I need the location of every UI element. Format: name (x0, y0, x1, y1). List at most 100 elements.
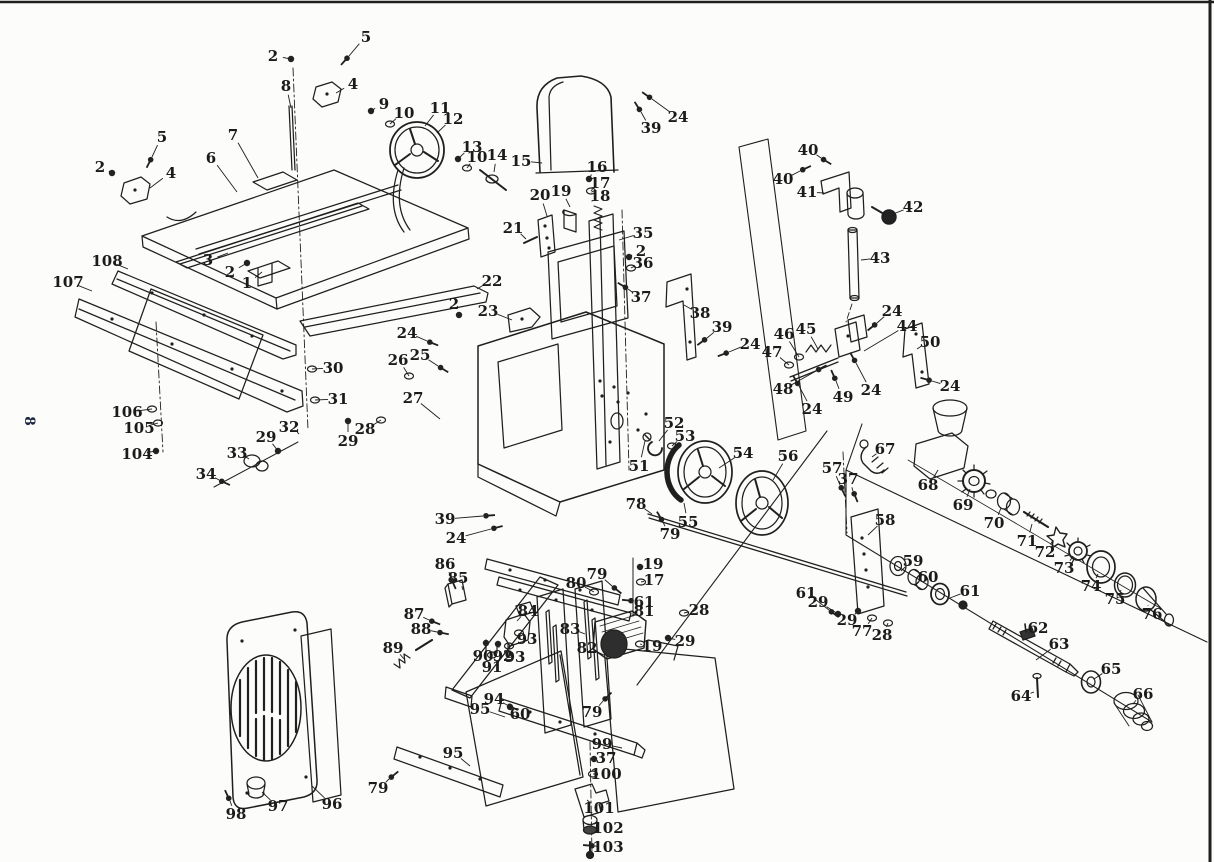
hole-dot (846, 334, 850, 338)
part-drawing (665, 273, 697, 361)
leader-line (640, 580, 645, 583)
part-drawing (238, 656, 298, 762)
part-drawing (1080, 670, 1102, 694)
part-drawing (603, 646, 735, 813)
part-drawing (588, 213, 621, 470)
part-label-19: 19 (551, 182, 572, 200)
screw-shaft (222, 480, 231, 486)
hole-dot (240, 639, 244, 643)
part-drawing (881, 209, 897, 225)
hole-dot (293, 628, 297, 632)
washer-icon (513, 629, 525, 637)
hole-dot (864, 568, 868, 572)
part-drawing (1122, 702, 1146, 720)
part-drawing (1142, 587, 1171, 627)
hole-dot (558, 720, 562, 724)
leader-line (287, 94, 292, 109)
nut-icon (585, 175, 593, 183)
part-label-61: 61 (960, 582, 981, 600)
part-label-92: 92 (493, 647, 514, 665)
part-label-33: 33 (227, 444, 248, 462)
leader-line (1027, 632, 1030, 635)
part-label-74: 74 (1081, 577, 1102, 595)
hole-dot (280, 389, 284, 393)
leader-line (586, 799, 591, 804)
part-drawing (128, 288, 264, 400)
leader-line (604, 579, 613, 587)
hole-dot (685, 287, 689, 291)
part-label-68: 68 (918, 476, 939, 494)
part-drawing (1019, 627, 1036, 641)
part-drawing (559, 654, 581, 776)
part-drawing (392, 169, 405, 233)
part-label-24: 24 (446, 529, 467, 547)
screw-icon (437, 629, 443, 636)
part-label-23: 23 (478, 302, 499, 320)
part-drawing (552, 624, 560, 683)
part-drawing (451, 576, 559, 699)
leader-line (590, 188, 593, 192)
leader-line (465, 528, 492, 537)
leader-line (876, 316, 885, 324)
part-label-79: 79 (660, 525, 681, 543)
leader-line (779, 357, 790, 366)
part-drawing (968, 475, 980, 487)
leader-line (489, 711, 506, 718)
part-label-89: 89 (383, 639, 404, 657)
leader-line (916, 580, 920, 584)
leader-line (772, 463, 784, 481)
leader-line (855, 362, 867, 383)
part-drawing (394, 128, 439, 166)
part-drawing (902, 322, 930, 389)
part-label-15: 15 (511, 152, 532, 170)
part-label-10: 10 (467, 148, 488, 166)
part-drawing (257, 263, 273, 287)
part-drawing (847, 229, 860, 299)
screw-shaft (440, 367, 449, 374)
part-drawing (1068, 541, 1088, 561)
part-label-58: 58 (875, 511, 896, 529)
part-drawing (582, 825, 598, 835)
part-label-64: 64 (1011, 687, 1032, 705)
leader-line (565, 198, 571, 208)
screw-shaft (853, 494, 859, 503)
part-drawing (585, 850, 595, 860)
leader-line (997, 507, 1002, 516)
leader-line (618, 235, 634, 241)
part-label-76: 76 (1142, 605, 1163, 623)
washer-icon (666, 442, 678, 450)
hole-dot (608, 440, 612, 444)
part-label-45: 45 (796, 320, 817, 338)
part-label-3: 3 (203, 251, 213, 269)
screw-shaft (451, 581, 457, 590)
screw-shaft (605, 691, 613, 699)
leader-line (151, 144, 158, 158)
part-drawing (1073, 546, 1083, 556)
leader-line (791, 370, 817, 386)
part-drawing (276, 227, 470, 310)
part-drawing (74, 298, 304, 413)
washer-icon (503, 642, 515, 650)
part-label-35: 35 (633, 224, 654, 242)
hole-dot (133, 188, 137, 192)
part-label-98: 98 (226, 805, 247, 823)
washer-icon (882, 619, 894, 627)
leader-line (296, 431, 300, 435)
part-label-96: 96 (322, 795, 343, 813)
hole-dot (245, 791, 249, 795)
leader-line (216, 164, 238, 193)
part-drawing (226, 610, 318, 810)
part-label-99: 99 (592, 735, 613, 753)
leader-line (863, 330, 899, 352)
part-drawing (141, 169, 469, 299)
part-drawing (537, 214, 556, 258)
leader-line (476, 284, 484, 290)
leader-line (466, 163, 471, 169)
part-drawing (1065, 663, 1079, 677)
washer-icon (866, 614, 878, 622)
screw-shaft (840, 488, 846, 497)
part-label-24: 24 (668, 108, 689, 126)
part-drawing (740, 478, 783, 522)
part-drawing (410, 143, 424, 157)
part-label-1: 1 (242, 274, 252, 292)
